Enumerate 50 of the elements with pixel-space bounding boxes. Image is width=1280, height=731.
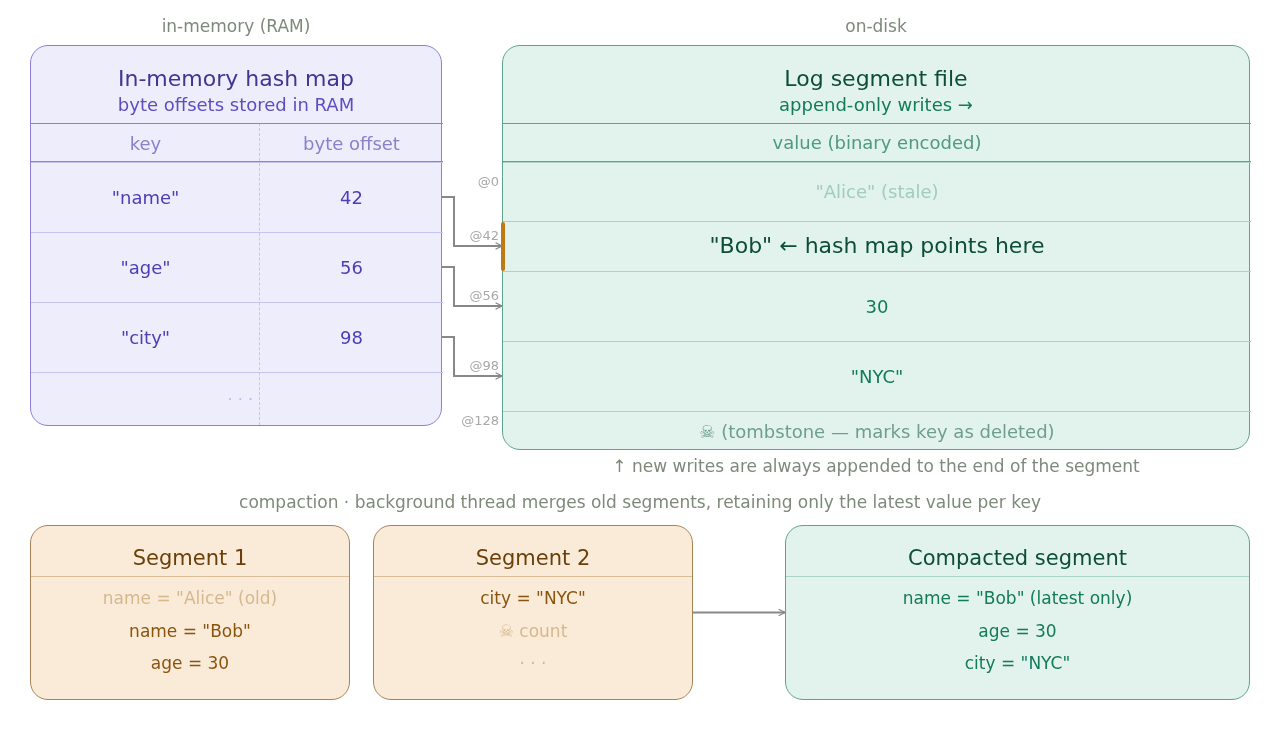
record-value: "NYC" xyxy=(849,365,905,387)
heading: Log segment file xyxy=(783,66,969,91)
offset-marker: @0 xyxy=(477,173,499,189)
heading: Compacted segment xyxy=(907,546,1128,570)
subtitle: append-only writes → xyxy=(778,94,974,115)
subtitle: byte offsets stored in RAM xyxy=(116,94,356,115)
key-text: "name" xyxy=(110,187,181,208)
record-value: 30 xyxy=(864,295,890,317)
column-header-row xyxy=(503,123,1251,162)
annotation-text: compaction · background thread merges old segments, retaining only the latest value per key xyxy=(239,492,1041,512)
entry-text: age = 30 xyxy=(149,653,231,673)
entry-text: · · · xyxy=(518,653,548,673)
heading: In-memory hash map xyxy=(117,66,355,91)
arrow xyxy=(441,266,503,310)
entry-text: city = "NYC" xyxy=(963,653,1072,673)
offset-marker: @128 xyxy=(461,413,499,428)
record-value: ☠ (tombstone — marks key as deleted) xyxy=(698,420,1056,442)
offset-marker: @42 xyxy=(469,228,499,243)
entry-text: city = "NYC" xyxy=(479,588,587,608)
arrow xyxy=(441,336,503,380)
offset-marker: @98 xyxy=(469,358,499,373)
annotation-text: in-memory (RAM) xyxy=(161,16,311,36)
ellipsis-text: · · · xyxy=(227,389,253,409)
offset-text: 98 xyxy=(339,327,364,348)
entry-text: name = "Bob" (latest only) xyxy=(901,588,1134,608)
offset-text: 42 xyxy=(339,187,364,208)
entry-text: ☠ count xyxy=(497,620,569,641)
column-header: value (binary encoded) xyxy=(771,132,983,154)
offset-marker: @56 xyxy=(469,288,499,303)
arrow xyxy=(441,196,503,250)
entry-text: name = "Bob" xyxy=(128,620,252,641)
record-value: "Alice" (stale) xyxy=(814,181,940,203)
heading: Segment 2 xyxy=(474,546,592,570)
segment-card xyxy=(785,525,1250,700)
table-header-row xyxy=(31,123,443,162)
record-value: "Bob" ← hash map points here xyxy=(708,233,1046,259)
offset-text: 56 xyxy=(339,257,364,278)
key-text: "age" xyxy=(119,257,172,278)
annotation-text: on-disk xyxy=(845,16,907,36)
heading: Segment 1 xyxy=(131,546,249,570)
entry-text: age = 30 xyxy=(977,620,1058,641)
annotation-text: ↑ new writes are always appended to the end of the segment xyxy=(612,456,1140,476)
hash-map-table xyxy=(30,45,442,426)
column-header: key xyxy=(128,132,163,154)
segment-card xyxy=(373,525,693,700)
column-header: byte offset xyxy=(302,132,401,154)
arrow xyxy=(692,608,786,617)
entry-text: name = "Alice" (old) xyxy=(101,588,279,608)
key-text: "city" xyxy=(119,327,172,348)
segment-card xyxy=(30,525,350,700)
